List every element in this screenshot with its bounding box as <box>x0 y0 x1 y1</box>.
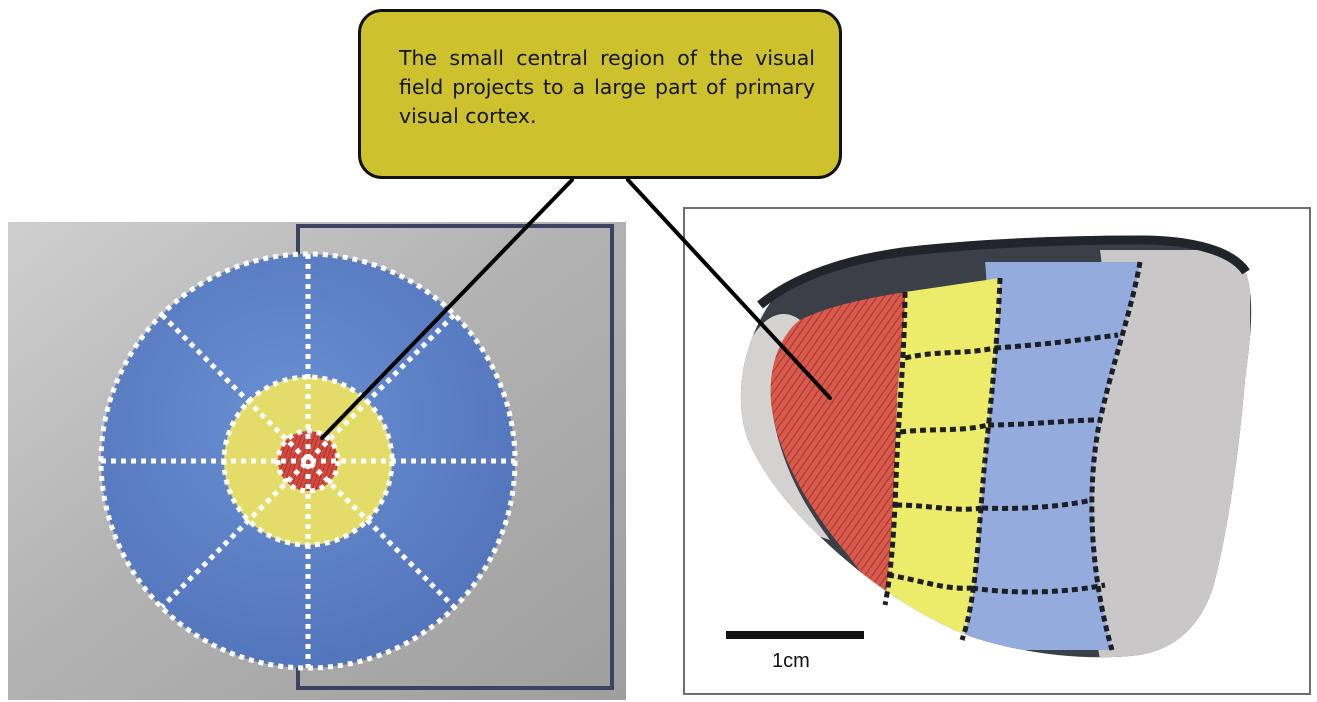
callout-text: The small central region of the visual f… <box>399 44 815 131</box>
scale-bar <box>726 631 864 639</box>
visual-field-panel <box>8 222 626 700</box>
scale-bar-line <box>726 631 864 639</box>
scale-bar-label: 1cm <box>772 650 810 673</box>
callout-box: The small central region of the visual f… <box>358 9 842 179</box>
cortex-panel <box>684 208 1310 694</box>
visual-field-disc <box>101 254 515 668</box>
